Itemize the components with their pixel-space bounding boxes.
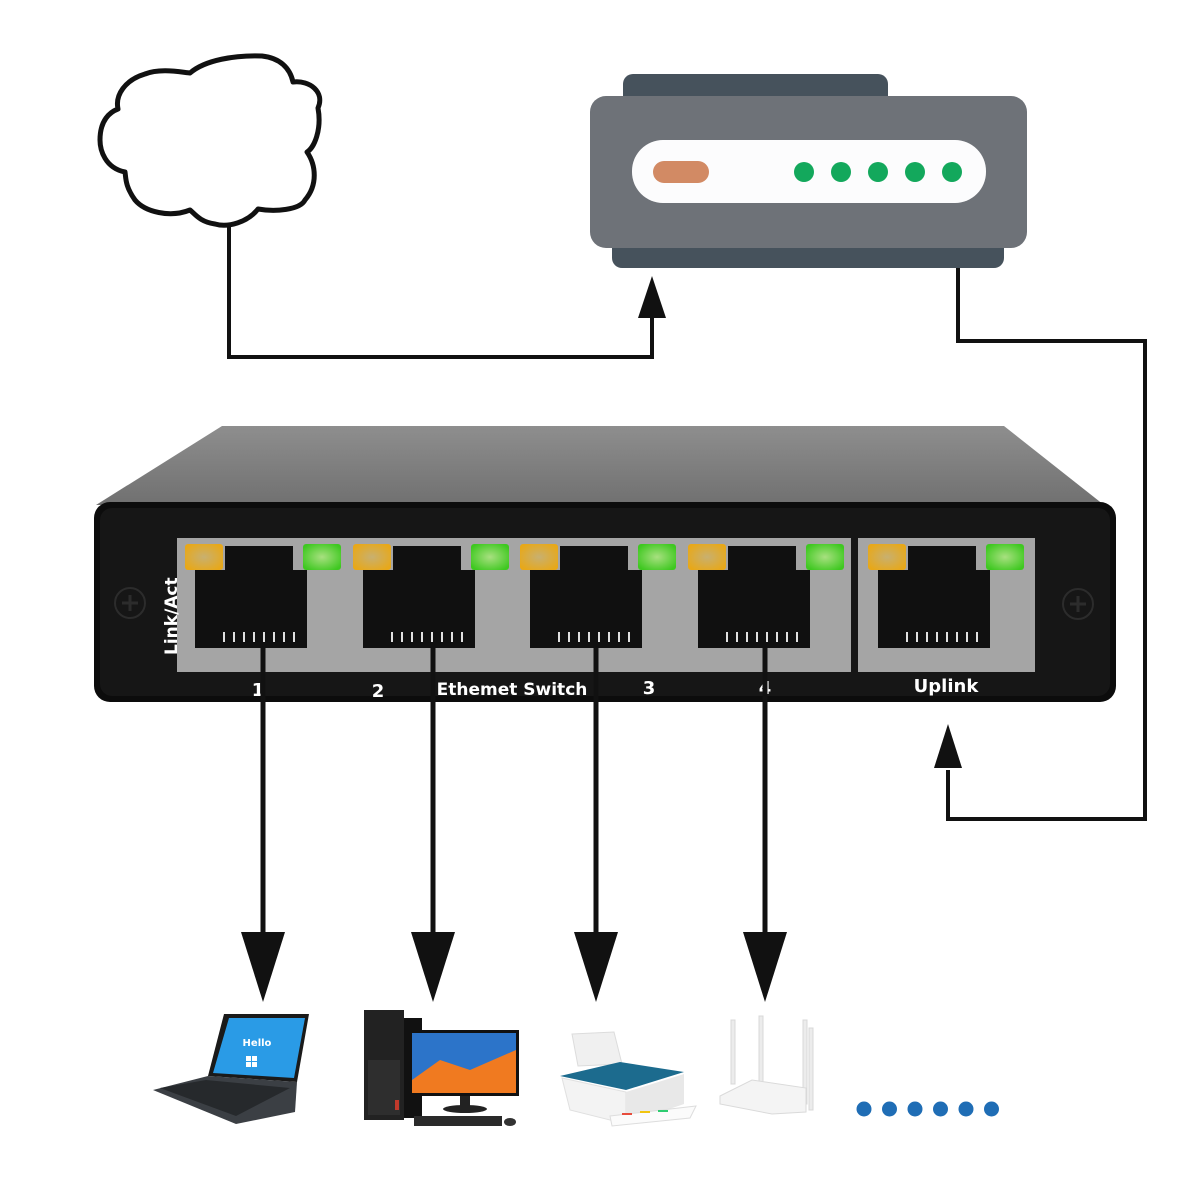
- printer-icon: [560, 1031, 697, 1127]
- link-act-label: Link/Act: [162, 577, 182, 655]
- wireless-router-icon: [719, 1015, 814, 1115]
- more-dot: [907, 1101, 923, 1117]
- more-dot: [933, 1101, 948, 1117]
- status-led: [942, 162, 962, 182]
- screw-icon: [114, 587, 146, 619]
- switch-name-label: Ethemet Switch: [437, 680, 588, 700]
- more-dot: [882, 1101, 897, 1117]
- more-dot: [856, 1101, 872, 1117]
- internet-cloud-icon: [97, 53, 323, 228]
- status-led: [868, 162, 888, 182]
- activity-led: [638, 544, 676, 570]
- modem-icon: [590, 74, 1027, 268]
- status-led: [794, 162, 814, 182]
- uplink-port[interactable]: [868, 544, 1024, 648]
- arrow-up-icon: [934, 724, 962, 768]
- laptop-icon: Hello: [153, 1014, 309, 1124]
- connector-modem-to-uplink: [946, 268, 1147, 821]
- uplink-label: Uplink: [914, 676, 980, 697]
- activity-led: [986, 544, 1024, 570]
- activity-led: [303, 544, 341, 570]
- laptop-screen-text: Hello: [243, 1038, 272, 1049]
- more-dot: [958, 1101, 974, 1117]
- lan-port-3[interactable]: [520, 544, 676, 648]
- ethernet-switch: Link/Act 1 2 Ethemet Switch 3 4 Uplink: [94, 426, 1116, 702]
- screw-icon: [1062, 588, 1094, 620]
- arrow-down-icon: [743, 932, 787, 1002]
- link-led: [688, 544, 726, 570]
- lan-port-1[interactable]: [185, 544, 341, 648]
- activity-led: [471, 544, 509, 570]
- status-led: [905, 162, 925, 182]
- arrow-down-icon: [241, 932, 285, 1002]
- arrow-down-icon: [411, 932, 455, 1002]
- link-led: [185, 544, 223, 570]
- port-label-3: 3: [643, 678, 656, 699]
- more-devices-indicator: [856, 1101, 999, 1117]
- activity-led: [806, 544, 844, 570]
- lan-port-4[interactable]: [688, 544, 844, 648]
- port-label-2: 2: [372, 681, 385, 702]
- power-led: [653, 161, 709, 183]
- more-dot: [984, 1101, 999, 1117]
- arrow-up-icon: [638, 276, 666, 318]
- arrow-down-icon: [574, 932, 618, 1002]
- lan-port-2[interactable]: [353, 544, 509, 648]
- link-led: [520, 544, 558, 570]
- connector-internet-to-modem: [227, 224, 654, 359]
- status-led: [831, 162, 851, 182]
- link-led: [353, 544, 391, 570]
- link-led: [868, 544, 906, 570]
- desktop-pc-icon: [364, 1010, 519, 1126]
